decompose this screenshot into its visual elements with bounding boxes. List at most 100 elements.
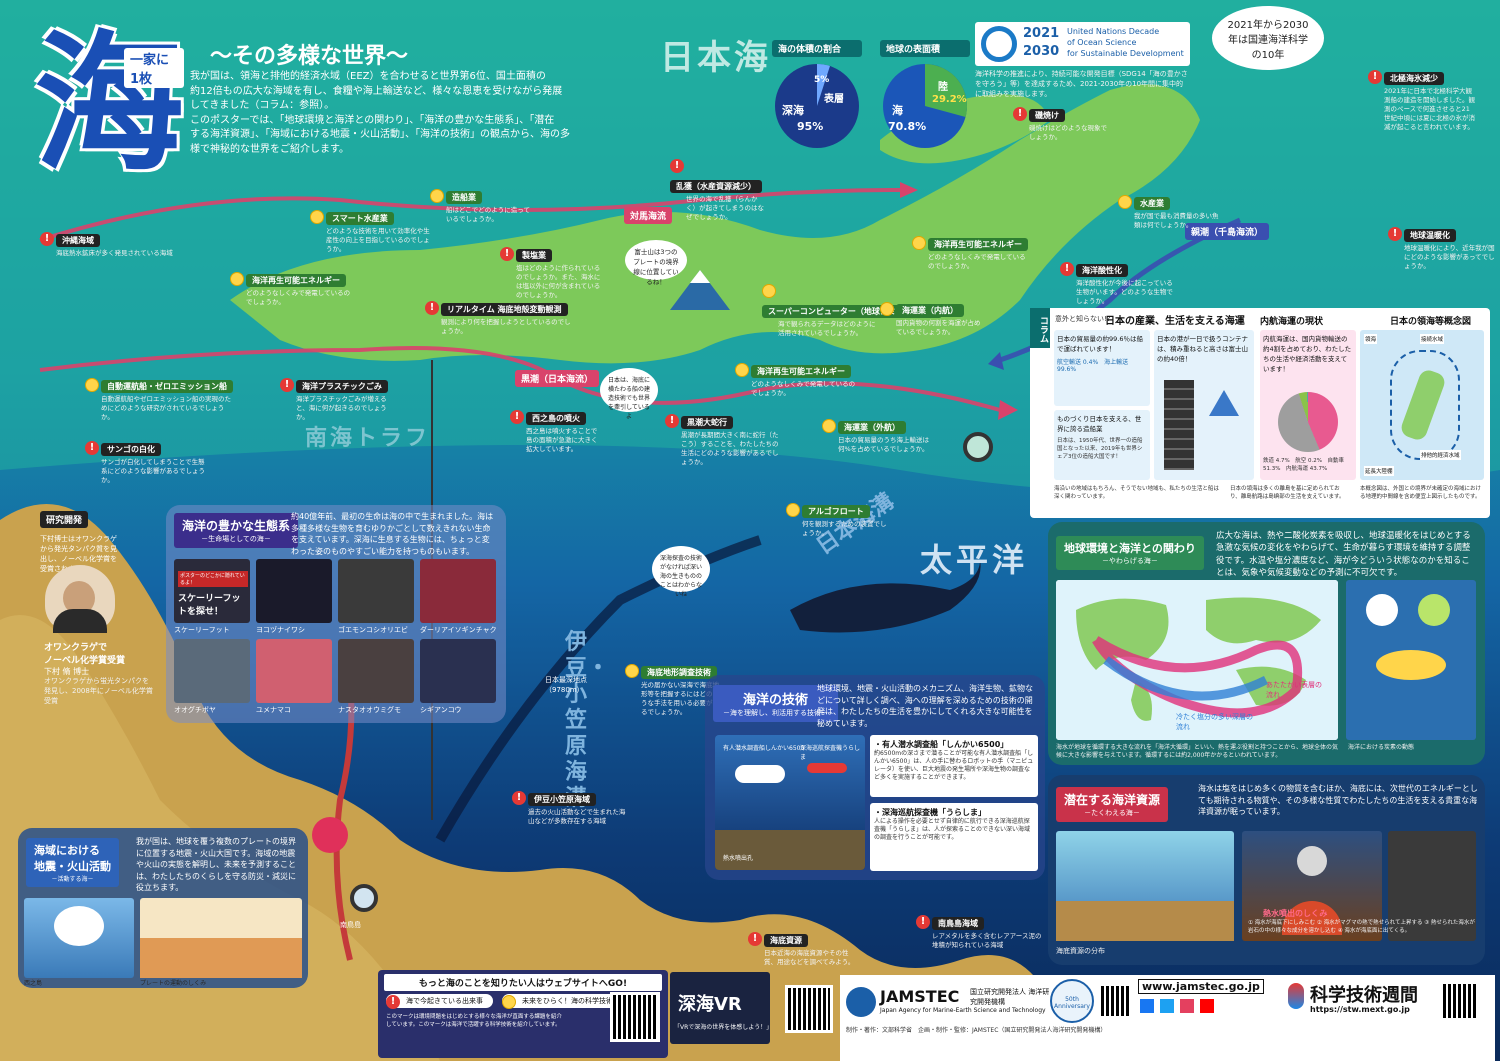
column-map-title: 日本の領海等概念図 — [1390, 317, 1472, 327]
map-label-title: 伊豆小笠原海域 — [528, 793, 596, 806]
column-panel: コラム 意外と知らない!? 日本の産業、生活を支える海運 日本の貿易量の約99.… — [1030, 308, 1490, 518]
magnifier-icon[interactable] — [963, 432, 993, 462]
oyashio-label: 親潮（千島海流） — [1185, 223, 1270, 240]
column-title: 日本の産業、生活を支える海運 — [1105, 316, 1245, 327]
jamstec-name: JAMSTEC — [880, 987, 960, 1006]
pie-surface-land-label: 陸 — [938, 82, 948, 93]
bulb-icon — [822, 418, 836, 433]
map-label-title: 海底資源 — [764, 934, 808, 947]
shinkai-text: 約6500mの深さまで潜ることが可能な有人潜水調査船「しんかい6500」は、人の… — [874, 750, 1034, 782]
warning-icon: ! — [510, 409, 524, 424]
instagram-icon[interactable] — [1180, 999, 1194, 1013]
column-foot3: 本概念図は、外国との境界が未確定の海域における地理的中間線を含め便宜上図示したも… — [1360, 486, 1481, 500]
warning-icon: ! — [40, 231, 54, 246]
volcano-title-line1: 海域における — [34, 844, 100, 857]
web-btn2[interactable]: 未来をひらく！海の科学技術 — [502, 994, 623, 1008]
column-a3-vals: 鉄道 4.7% 航空 0.2% 自動車 51.3% 内航海運 43.7% — [1263, 458, 1344, 472]
warning-icon: ! — [280, 377, 294, 392]
map-label-isoyake: !磯焼け磯焼けはどのような現象でしょうか。 — [1013, 103, 1113, 142]
shinkai-title: ・有人潜水調査船「しんかい6500」 — [874, 740, 1009, 749]
whale-shark — [790, 560, 981, 633]
warning-icon: ! — [1060, 261, 1074, 276]
warm-current-label: あたたかい表層の流れ — [1266, 681, 1322, 699]
creature-caption: ナスタオオウミグモ — [338, 706, 401, 714]
map-label-title: リアルタイム 海底地殻変動観測 — [441, 303, 568, 316]
qr-code-icon[interactable] — [1098, 983, 1134, 1019]
shinkai-sub-icon — [735, 765, 785, 783]
plankton-icon — [1418, 594, 1450, 626]
nobel-name-line2: ノーベル化学賞受賞 — [44, 656, 126, 666]
sub-label-urashima: 深海巡航探査機うらしま — [800, 745, 861, 761]
map-label-argo: アルゴフロート何を観測するための装置でしょうか。 — [786, 499, 896, 538]
title-block: 海 一家に1枚 — [34, 30, 185, 180]
bulb-icon — [430, 188, 444, 203]
creature-photo — [420, 639, 496, 703]
map-label-kaiun_inner: 海運業（内航）国内貨物の何割を海運が占めているでしょうか。 — [880, 298, 990, 337]
jamstec-url[interactable]: www.jamstec.go.jp — [1138, 979, 1264, 994]
creature-caption: シギアンコウ — [420, 706, 462, 714]
bulb-icon — [1118, 194, 1132, 209]
web-btn1[interactable]: 海で今起きている出来事 — [386, 994, 493, 1008]
map-label-text: 塩はどのように作られているのでしょうか。また、海水には塩以外に何が含まれているの… — [516, 264, 601, 300]
vr-title: 深海VR — [678, 994, 742, 1015]
column-a4: ものづくり日本を支える、世界に誇る造船業 — [1057, 415, 1142, 433]
map-label-salt: !製塩業塩はどのように作られているのでしょうか。また、海水には塩以外に何が含まれ… — [500, 243, 610, 300]
tsushima-label: 対馬海流 — [624, 207, 673, 224]
creature-photo — [338, 639, 414, 703]
vent-label: 熱水噴出孔 — [723, 855, 754, 862]
pie-surface: 地球の表面積 海 70.8% 陸 29.2% — [880, 40, 970, 155]
chimney-photo — [1388, 831, 1476, 941]
bulb-icon — [880, 301, 894, 316]
column-a2: 日本の港が一日で扱うコンテナは、積み重ねると高さは富士山の約40倍！ — [1157, 335, 1248, 363]
un-decade-box: 2021 2030 United Nations Decade of Ocean… — [975, 22, 1190, 66]
env-body: 広大な海は、熱や二酸化炭素を吸収し、地球温暖化をはじめとする急激な気候の変化をや… — [1216, 531, 1471, 578]
intro-line: 約12倍もの広大な海域を有し、食糧や海上輸送など、様々な恩恵を受けながら発展 — [190, 85, 563, 97]
map-label-text: サンゴが白化してしまうことで生態系にどのような影響があるでしょうか。 — [101, 458, 205, 485]
nobel-badge: 研究開発 — [40, 511, 89, 528]
map-label-seabed_res: !海底資源日本近海の海底資源やその性質、用途などを調べてみよう。 — [748, 928, 863, 967]
column-box-inner: 内航海運は、国内貨物輸送の約4割を占めており、わたしたちの生活や経済活動を支えて… — [1260, 330, 1356, 480]
map-label-realtime: !リアルタイム 海底地殻変動観測観測により何を把握しようとしているのでしょうか。 — [425, 297, 575, 336]
japan-sea-label: 日本海 — [660, 38, 771, 78]
creature-caption: スケーリーフット — [174, 626, 230, 634]
map-label-title: 海底地形調査技術 — [641, 666, 717, 679]
qr-code-icon[interactable] — [610, 992, 660, 1042]
creature-photo — [338, 559, 414, 623]
bulb-icon — [310, 209, 324, 224]
warning-icon: ! — [1013, 106, 1027, 121]
map-label-title: 自動運航船・ゼロエミッション船 — [101, 380, 233, 393]
fuji-icon — [1209, 390, 1239, 416]
week-url[interactable]: https://stw.mext.go.jp — [1310, 1005, 1410, 1014]
map-label-title: 造船業 — [446, 191, 482, 204]
web-note: このマークは環境問題をはじめとする様々な海洋が直面する課題を紹介しています。この… — [386, 1014, 562, 1028]
map-label-acid: !海洋酸性化海洋酸性化が今後に起こっている生物がいます。どのような生物でしょうか… — [1060, 258, 1180, 306]
warning-icon: ! — [670, 158, 684, 173]
vr-banner[interactable]: 深海VR 「VRで深海の世界を体感しよう！」 — [670, 972, 773, 1044]
qr-code-icon[interactable] — [785, 985, 833, 1033]
creature-caption: ダーリアイソギンチャク — [420, 626, 497, 634]
tech-body: 地球環境、地震・火山活動のメカニズム、海洋生物、鉱物などについて詳しく調べ、海へ… — [817, 684, 1033, 728]
intro-line: このポスターでは、「地球環境と海洋との関わり」、「海洋の豊かな生態系」、「潜在 — [190, 114, 555, 126]
bulb-icon — [735, 362, 749, 377]
pacific-label: 太平洋 — [920, 541, 1029, 579]
map-label-text: 光の届かない深海で海底地形等を把握するにはどのような手法を用いる必要があるでしょ… — [641, 681, 719, 717]
creature-photo — [420, 559, 496, 623]
pie-surface-sea-pct: 70.8% — [888, 120, 927, 133]
creature-photo — [256, 559, 332, 623]
column-box-container: 日本の港が一日で扱うコンテナは、積み重ねると高さは富士山の約40倍！ — [1154, 330, 1254, 480]
magnifier-icon[interactable] — [350, 884, 378, 912]
map-label-text: どのようなしくみで発電しているのでしょうか。 — [751, 380, 856, 398]
warning-icon: ! — [425, 300, 439, 315]
qr-code-icon[interactable] — [1440, 981, 1480, 1021]
res-caption-right: ① 海水が海底下にしみこむ ② 海水がマグマの熱で熱せられて上昇する ③ 熱せら… — [1248, 920, 1475, 934]
tech-title: 海洋の技術 — [742, 693, 808, 708]
map-label-text: 日本近海の海底資源やその性質、用途などを調べてみよう。 — [764, 949, 855, 967]
twitter-icon[interactable] — [1160, 999, 1174, 1013]
youtube-icon[interactable] — [1200, 999, 1214, 1013]
scalyfoot-badge: ポスターのどこかに隠れているよ！ — [178, 571, 248, 587]
tsushima-current-line — [39, 188, 901, 242]
facebook-icon[interactable] — [1140, 999, 1154, 1013]
vr-sub: 「VRで深海の世界を体感しよう！」 — [674, 1024, 773, 1031]
creature-caption: ゴエモンコシオリエビ — [338, 626, 408, 634]
